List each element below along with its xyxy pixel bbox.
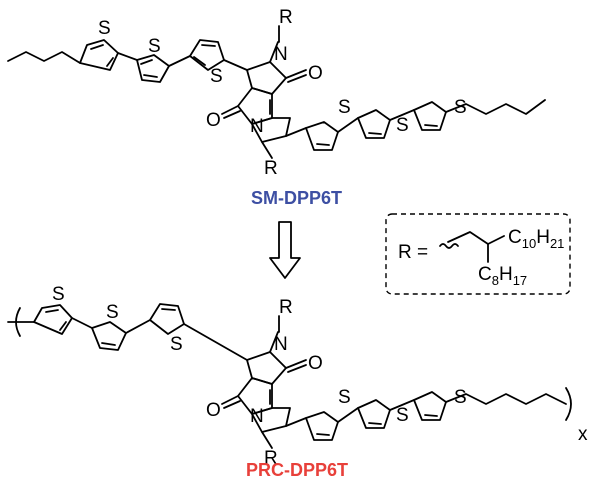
sulfur-atom: S: [106, 302, 119, 323]
oxygen-atom: O: [206, 110, 221, 131]
sulfur-atom: S: [210, 66, 223, 87]
sulfur-atom: S: [170, 334, 183, 355]
r-group: R: [264, 158, 278, 179]
substituent-definition-box: R = C10H21 C8H17: [385, 213, 571, 295]
thiophene-ring: [413, 101, 447, 131]
nitrogen-atom: N: [274, 334, 288, 355]
c8h17-label: C8H17: [478, 264, 527, 288]
sm-dpp6t-structure: S S S R: [7, 7, 546, 179]
sm-dpp6t-label: SM-DPP6T: [251, 188, 342, 208]
thiophene-ring: [149, 303, 185, 335]
thiophene-ring: [79, 39, 119, 71]
nitrogen-atom: N: [274, 44, 288, 65]
thiophene-ring: [305, 121, 339, 151]
thiophene-ring: [33, 304, 73, 335]
dpp-core: [221, 331, 307, 449]
r-group: R: [264, 448, 278, 469]
dpp-core: [221, 41, 307, 159]
thiophene-ring: [413, 391, 447, 421]
nitrogen-atom: N: [250, 406, 264, 427]
r-group: R: [279, 297, 293, 318]
sulfur-atom: S: [148, 36, 161, 57]
oxygen-atom: O: [308, 353, 323, 374]
nitrogen-atom: N: [250, 116, 264, 137]
sulfur-atom: S: [396, 115, 409, 136]
sulfur-atom: S: [338, 97, 351, 118]
thiophene-ring: [357, 109, 391, 139]
oxygen-atom: O: [308, 63, 323, 84]
r-equals-label: R =: [398, 242, 428, 263]
thiophene-ring: [305, 411, 339, 441]
c10h21-label: C10H21: [508, 227, 564, 251]
sulfur-atom: S: [52, 284, 65, 305]
sulfur-atom: S: [454, 387, 467, 408]
repeat-unit-subscript: x: [578, 424, 588, 445]
thiophene-ring: [357, 399, 391, 429]
oxygen-atom: O: [206, 400, 221, 421]
sulfur-atom: S: [396, 405, 409, 426]
thiophene-ring: [189, 39, 225, 71]
sulfur-atom: S: [98, 18, 111, 39]
r-group: R: [279, 7, 293, 28]
thiophene-ring: [91, 321, 127, 351]
prc-dpp6t-label: PRC-DPP6T: [246, 460, 348, 480]
reaction-arrow: [269, 221, 301, 279]
sulfur-atom: S: [338, 387, 351, 408]
sulfur-atom: S: [454, 97, 467, 118]
prc-dpp6t-structure: S S S R N: [7, 284, 572, 469]
thiophene-ring: [136, 54, 170, 83]
